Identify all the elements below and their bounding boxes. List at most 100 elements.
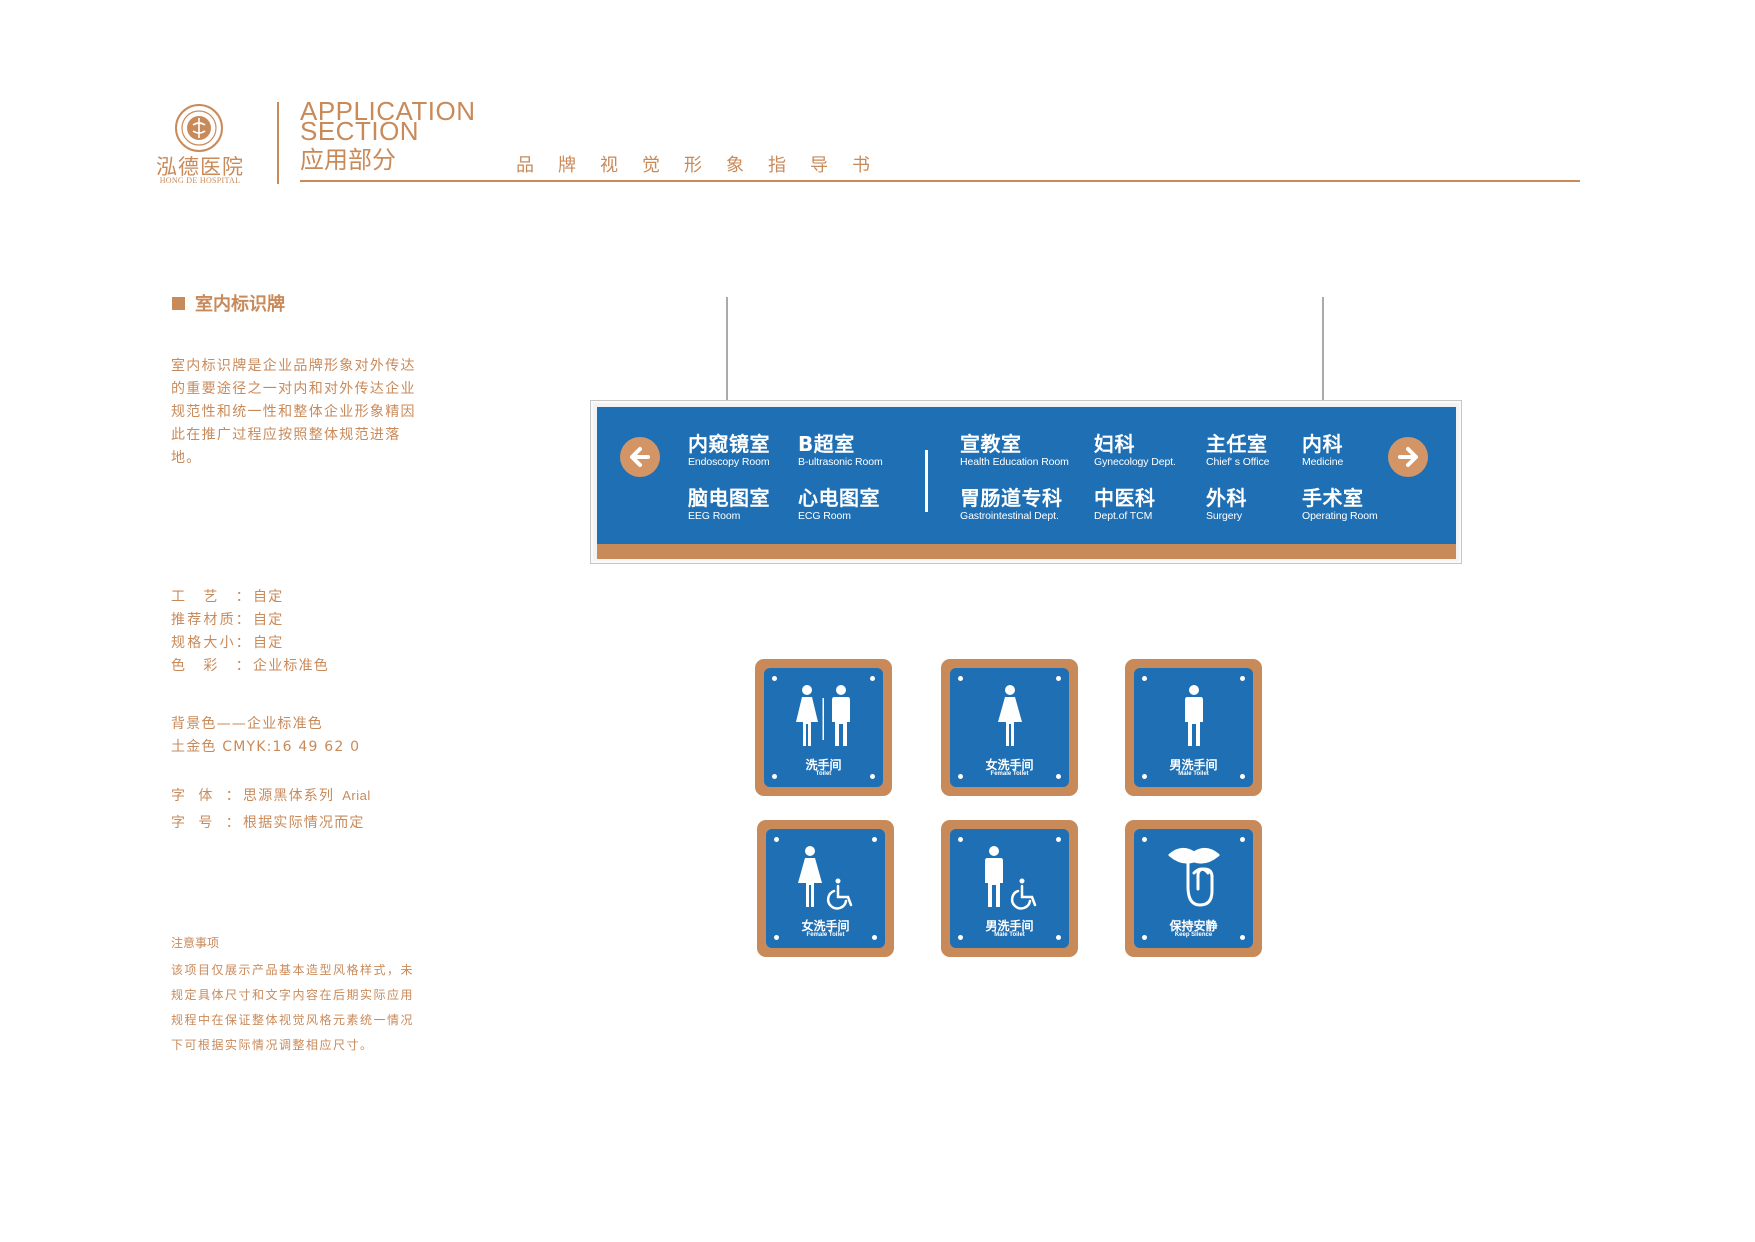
- spec-label: 推荐材质：: [171, 612, 251, 628]
- spec-color: 色彩：企业标准色: [171, 655, 329, 675]
- hospital-logo: 泓德医院 HONG DE HOSPITAL: [150, 103, 250, 185]
- dept-chief-office: 主任室 Chief' s Office: [1206, 432, 1269, 469]
- hospital-emblem-icon: [175, 104, 223, 152]
- section-title-en-line2: SECTION: [300, 116, 420, 146]
- spec-value: 自定: [253, 589, 284, 605]
- dept-en: B-ultrasonic Room: [798, 456, 883, 468]
- spec-size: 规格大小：自定: [171, 632, 283, 652]
- bg-color-line: 背景色——企业标准色: [171, 716, 323, 732]
- plaque-male-accessible: 男洗手间 Male Toilet: [941, 820, 1078, 957]
- section-title-cn: 应用部分: [300, 146, 396, 174]
- dept-health-education: 宣教室 Health Education Room: [960, 432, 1069, 469]
- dept-gynecology: 妇科 Gynecology Dept.: [1094, 432, 1176, 469]
- dept-cn: 脑电图室: [688, 486, 770, 510]
- dept-en: Surgery: [1206, 510, 1243, 522]
- spec-font-size: 字号：根据实际情况而定: [171, 812, 365, 832]
- plaque-en: Male Toilet: [994, 932, 1025, 938]
- spec-value-en: Arial: [342, 788, 371, 803]
- dept-cn: 中医科: [1094, 486, 1156, 510]
- silence-icon: [1168, 848, 1219, 907]
- spec-value: 思源黑体系列: [243, 788, 335, 804]
- male-accessible-icon: [984, 846, 1036, 910]
- dept-en: Medicine: [1302, 456, 1344, 468]
- guide-title: 品牌视觉形象指导书: [516, 155, 894, 176]
- dept-b-ultrasonic: B超室 B-ultrasonic Room: [798, 432, 883, 469]
- hanging-wire-right: [1322, 297, 1324, 401]
- section-heading: 室内标识牌: [172, 290, 285, 316]
- dept-cn: 宣教室: [960, 432, 1022, 456]
- dept-cn: 外科: [1206, 486, 1247, 510]
- female-accessible-icon: [797, 846, 852, 910]
- spec-value: 根据实际情况而定: [243, 815, 365, 831]
- dept-cn: 胃肠道专科: [960, 486, 1063, 510]
- plaque-cn: 女洗手间: [985, 758, 1034, 772]
- plaque-male-toilet: 男洗手间 Male Toilet: [1125, 659, 1262, 796]
- plaque-en: Keep Silence: [1174, 932, 1213, 938]
- intro-paragraph: 室内标识牌是企业品牌形象对外传达的重要途径之一对内和对外传达企业规范性和统一性和…: [171, 358, 416, 466]
- plaque-en: Female Toilet: [806, 932, 845, 938]
- dept-gastrointestinal: 胃肠道专科 Gastrointestinal Dept.: [960, 486, 1063, 523]
- spec-font: 字体：思源黑体系列 Arial: [171, 785, 371, 805]
- spec-value: 自定: [253, 612, 284, 628]
- dept-eeg: 脑电图室 EEG Room: [688, 486, 770, 523]
- dept-medicine: 内科 Medicine: [1302, 432, 1343, 469]
- plaque-en: Toilet: [815, 771, 832, 777]
- dept-cn: 心电图室: [798, 486, 880, 510]
- dept-ecg: 心电图室 ECG Room: [798, 486, 880, 523]
- plaque-cn: 洗手间: [805, 758, 842, 772]
- dept-en: ECG Room: [798, 510, 851, 522]
- plaque-cn: 女洗手间: [801, 919, 850, 933]
- dept-en: EEG Room: [688, 510, 741, 522]
- unisex-toilet-icon: [795, 685, 850, 746]
- note-title: 注意事项: [171, 936, 220, 950]
- note-paragraph: 该项目仅展示产品基本造型风格样式，未规定具体尺寸和文字内容在后期实际应用规程中在…: [171, 963, 415, 1052]
- cmyk-line: 土金色 CMYK:16 49 62 0: [171, 739, 361, 755]
- dept-en: Operating Room: [1302, 510, 1378, 522]
- spec-material: 推荐材质：自定: [171, 609, 283, 629]
- dept-cn: 内科: [1302, 432, 1343, 456]
- dept-endoscopy: 内窥镜室 Endoscopy Room: [688, 432, 770, 469]
- sign-divider: [925, 450, 928, 512]
- dept-cn: 主任室: [1206, 432, 1268, 456]
- dept-cn: B超室: [798, 432, 855, 456]
- dept-en: Gastrointestinal Dept.: [960, 510, 1059, 522]
- spec-label: 字号：: [171, 815, 241, 831]
- plaque-cn: 男洗手间: [985, 919, 1034, 933]
- plaque-cn: 男洗手间: [1169, 758, 1218, 772]
- dept-en: Health Education Room: [960, 456, 1069, 468]
- spec-label: 色彩：: [171, 658, 251, 674]
- sign-panel: [597, 407, 1456, 544]
- arrow-left-icon: [620, 437, 660, 477]
- plaque-en: Female Toilet: [990, 771, 1029, 777]
- dept-cn: 内窥镜室: [688, 432, 770, 456]
- logo-chinese-name: 泓德医院: [156, 155, 244, 179]
- logo-english-name: HONG DE HOSPITAL: [159, 176, 241, 185]
- plaque-female-toilet: 女洗手间 Female Toilet: [941, 659, 1078, 796]
- dept-tcm: 中医科 Dept.of TCM: [1094, 486, 1156, 523]
- dept-cn: 手术室: [1302, 486, 1364, 510]
- spec-craft: 工艺：自定: [171, 586, 283, 606]
- plaque-female-accessible: 女洗手间 Female Toilet: [757, 820, 894, 957]
- sign-gold-strip: [597, 544, 1456, 559]
- dept-en: Dept.of TCM: [1094, 510, 1153, 522]
- female-icon: [997, 685, 1022, 746]
- header-rule: [300, 180, 1580, 182]
- dept-surgery: 外科 Surgery: [1206, 486, 1247, 523]
- heading-square-icon: [172, 296, 185, 310]
- plaque-keep-silence: 保持安静 Keep Silence: [1125, 820, 1262, 957]
- dept-en: Gynecology Dept.: [1094, 456, 1176, 468]
- header-divider: [277, 102, 279, 184]
- dept-cn: 妇科: [1094, 432, 1135, 456]
- dept-operating-room: 手术室 Operating Room: [1302, 486, 1378, 523]
- section-heading-text: 室内标识牌: [195, 294, 285, 315]
- dept-en: Endoscopy Room: [688, 456, 770, 468]
- arrow-right-icon: [1388, 437, 1428, 477]
- plaque-en: Male Toilet: [1178, 771, 1209, 777]
- section-title-en-line1: APPLICATION: [300, 96, 476, 126]
- dept-en: Chief' s Office: [1206, 456, 1270, 468]
- spec-label: 规格大小：: [171, 635, 251, 651]
- spec-label: 字体：: [171, 788, 241, 804]
- plaque-toilet: 洗手间 Toilet: [755, 659, 892, 796]
- spec-value: 企业标准色: [253, 658, 329, 674]
- plaque-cn: 保持安静: [1169, 919, 1218, 933]
